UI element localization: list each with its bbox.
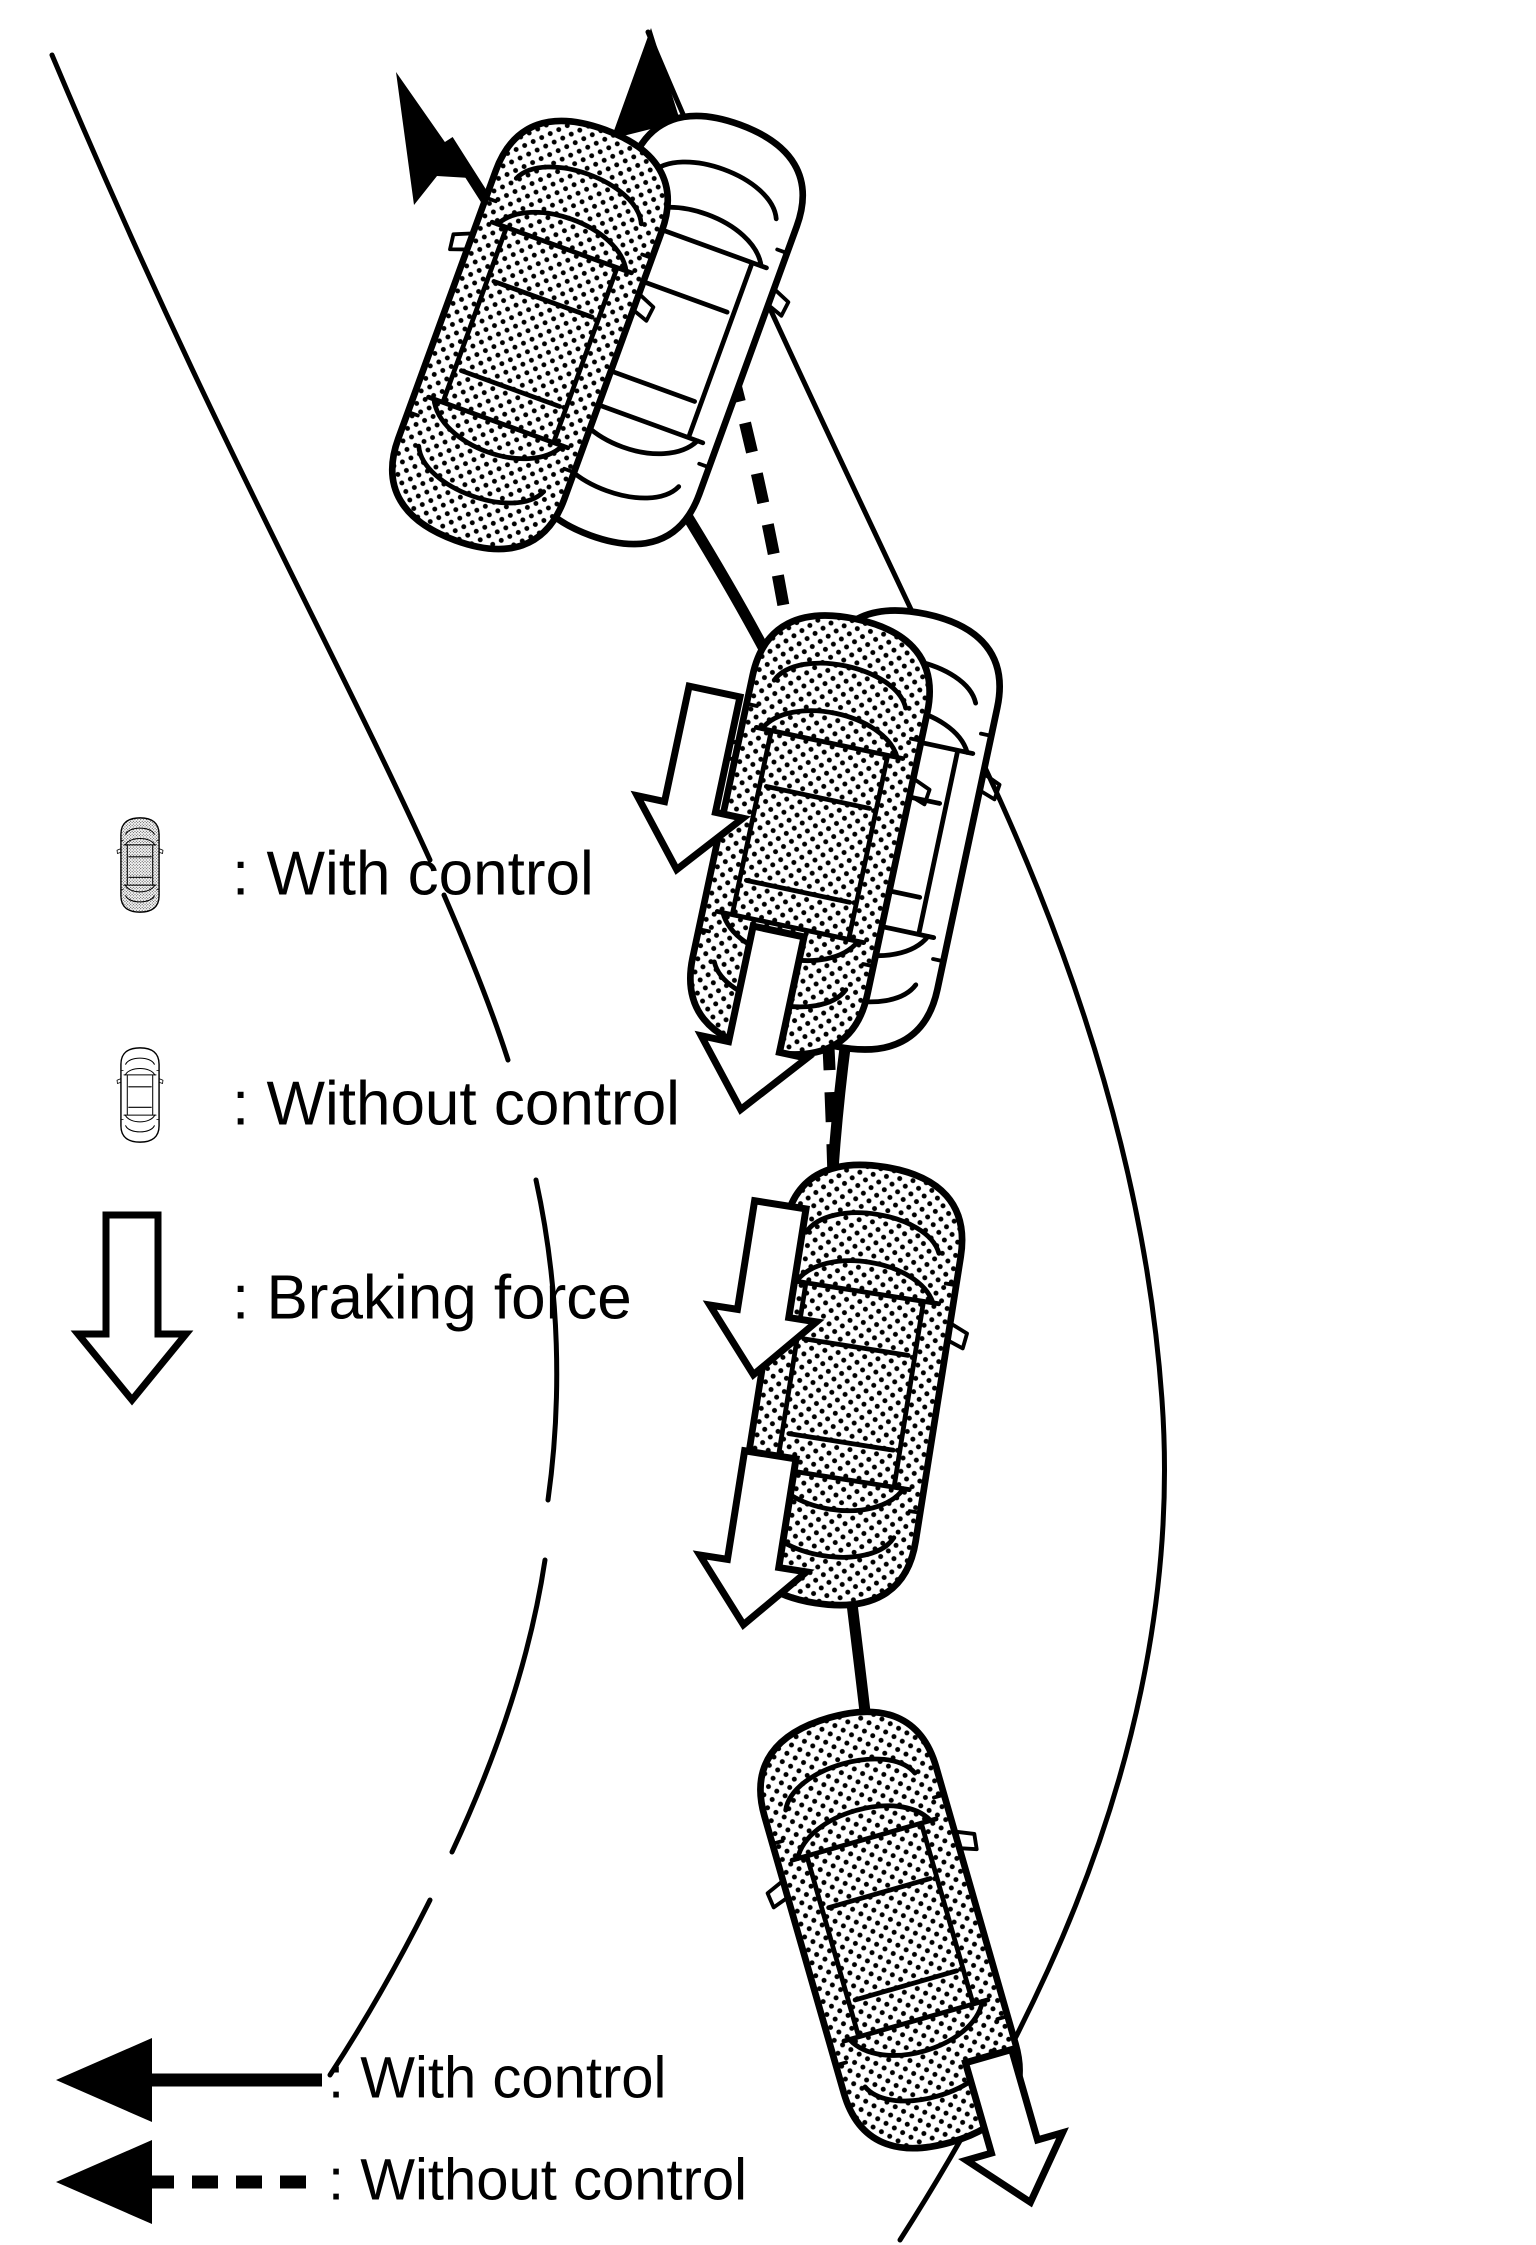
road-outer-edge (645, 29, 1167, 2243)
road (49, 29, 1167, 2243)
legend-item-with-control[interactable]: : With control (116, 817, 594, 913)
legend-label-with-control: : With control (232, 839, 594, 908)
braking-force-arrow-car4-rear (958, 2045, 1069, 2208)
legend-item-without-control[interactable]: : Without control (116, 1047, 680, 1143)
solid-arrow-icon-head (56, 2038, 152, 2122)
legend-label-braking-force: : Braking force (232, 1263, 632, 1332)
solid-path-arrowhead (396, 72, 470, 205)
trajectory-legend-item-without-control[interactable]: : Without control (56, 2140, 747, 2224)
car-shaded-icon (116, 817, 164, 913)
legend: : With control : Without control : Braki… (70, 817, 680, 1406)
road-inner-edge (49, 52, 433, 863)
vehicle-group-lower-middle (692, 1150, 991, 1630)
legend-label-without-control: : Without control (232, 1069, 680, 1138)
trajectory-legend-label-without-control: : Without control (328, 2147, 747, 2212)
car-outline-icon (116, 1047, 164, 1143)
road-inner-edge-4 (449, 1557, 548, 1855)
braking-force-arrow-car3-front (702, 1196, 825, 1380)
trajectory-legend-label-with-control: : With control (328, 2045, 666, 2110)
vehicle-group-upper-middle (630, 592, 1031, 1115)
legend-item-braking-force[interactable]: : Braking force (70, 1211, 632, 1406)
trajectory-legend-item-with-control[interactable]: : With control (56, 2038, 666, 2122)
road-inner-edge-5 (327, 1897, 433, 2078)
braking-force-arrow-icon (70, 1211, 194, 1406)
dashed-arrow-icon-head (56, 2140, 152, 2224)
trajectory-legend: : With control : Without control (56, 2038, 747, 2224)
braking-force-arrow-car2-rear (694, 921, 815, 1115)
braking-force-arrow-car3-rear (692, 1446, 815, 1630)
dashed-path-arrowhead (611, 28, 688, 146)
road-inner-edge-2 (441, 892, 511, 1063)
road-inner-edge-3 (533, 1177, 560, 1503)
braking-force-arrow-car2-front (630, 681, 751, 875)
vehicle-group-bottom (726, 1688, 1069, 2208)
